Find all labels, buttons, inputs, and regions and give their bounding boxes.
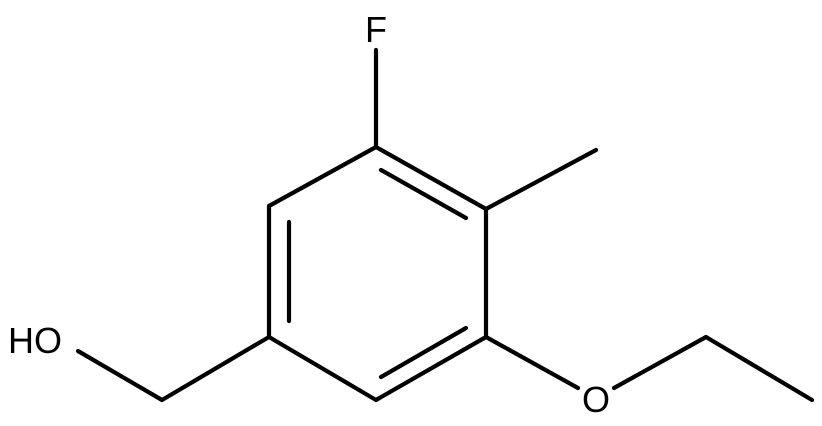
ring-bond-c4-c5 bbox=[373, 334, 489, 403]
bond-c3-methyl bbox=[483, 147, 599, 212]
bond-ethyl-ch2-ch3 bbox=[703, 334, 815, 403]
ring-bond-c5-c6 bbox=[266, 334, 379, 403]
ring-double-bond-inner-bottom bbox=[378, 325, 469, 380]
bond-ch2-hydroxyl bbox=[75, 348, 165, 403]
bond-c4-ether-oxygen bbox=[483, 334, 581, 391]
bond-oxygen-ch2 bbox=[611, 334, 709, 391]
fluorine-atom-label: F bbox=[365, 9, 387, 50]
ring-bond-c2-c3 bbox=[373, 144, 489, 212]
bond-c6-ch2 bbox=[159, 334, 272, 403]
ring-double-bond-inner-top bbox=[378, 167, 469, 221]
hydroxyl-group-label: HO bbox=[8, 320, 62, 361]
ring-bond-c1-c2 bbox=[266, 144, 379, 209]
ether-oxygen-label: O bbox=[582, 379, 610, 420]
